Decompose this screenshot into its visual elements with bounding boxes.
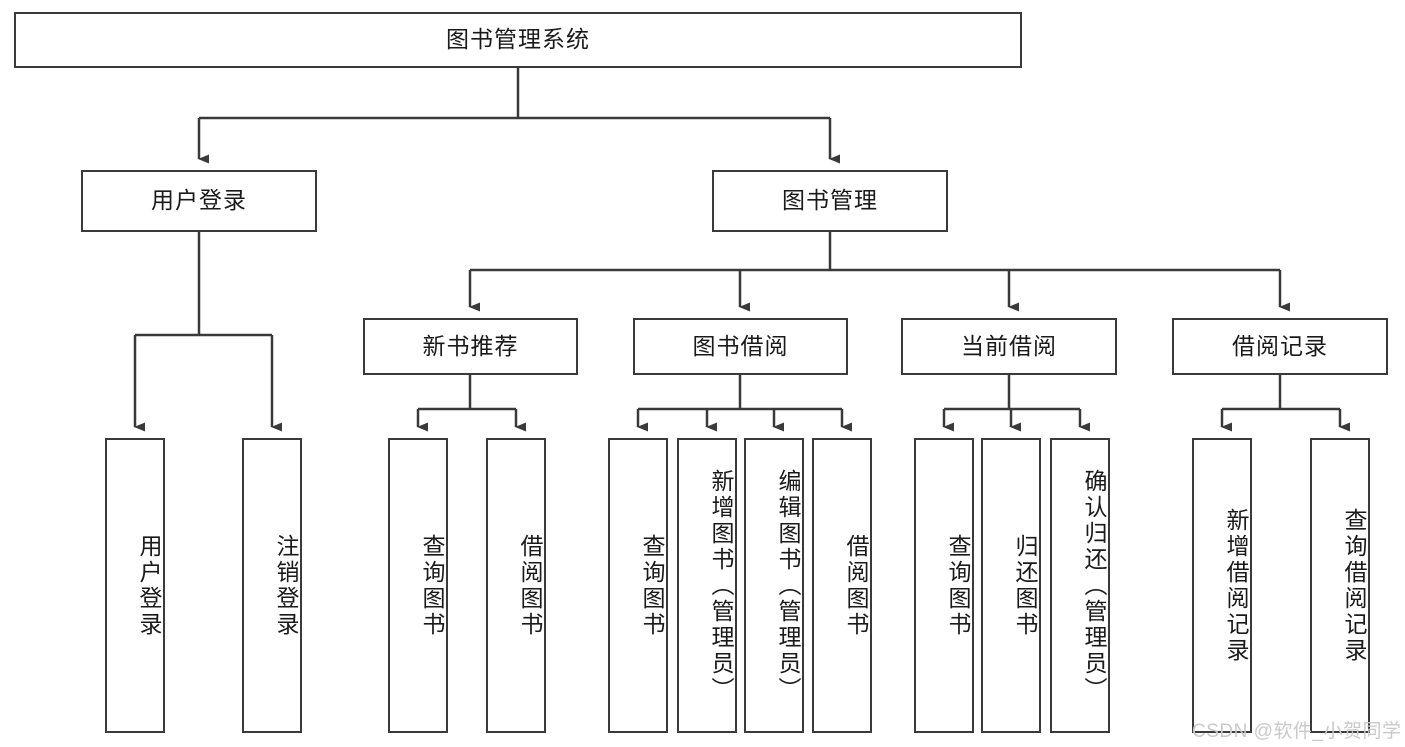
node-leaf-add-book[interactable]: 新增图书（管理员） bbox=[677, 438, 737, 733]
node-leaf-user-login[interactable]: 用户登录 bbox=[105, 438, 165, 733]
node-new-book-rec-label: 新书推荐 bbox=[422, 332, 519, 359]
node-leaf-add-record-label: 新增借阅记录 bbox=[1223, 507, 1249, 664]
node-leaf-logout[interactable]: 注销登录 bbox=[242, 438, 302, 733]
node-leaf-return-book[interactable]: 归还图书 bbox=[981, 438, 1041, 733]
node-leaf-query-book-3[interactable]: 查询图书 bbox=[914, 438, 974, 733]
node-leaf-query-book-3-label: 查询图书 bbox=[945, 533, 971, 638]
node-current-borrow[interactable]: 当前借阅 bbox=[901, 318, 1117, 375]
node-leaf-return-book-label: 归还图书 bbox=[1012, 533, 1038, 638]
node-leaf-add-book-label: 新增图书（管理员） bbox=[708, 468, 734, 703]
node-leaf-logout-label: 注销登录 bbox=[273, 533, 299, 638]
node-user-login[interactable]: 用户登录 bbox=[81, 170, 317, 232]
node-leaf-edit-book[interactable]: 编辑图书（管理员） bbox=[744, 438, 804, 733]
node-leaf-query-record[interactable]: 查询借阅记录 bbox=[1310, 438, 1370, 733]
node-leaf-query-book-2[interactable]: 查询图书 bbox=[608, 438, 668, 733]
node-user-login-label: 用户登录 bbox=[151, 187, 247, 214]
node-root-label: 图书管理系统 bbox=[446, 26, 590, 53]
node-new-book-rec[interactable]: 新书推荐 bbox=[363, 318, 578, 375]
node-book-manage-label: 图书管理 bbox=[782, 187, 878, 214]
node-book-borrow-label: 图书借阅 bbox=[692, 332, 789, 359]
node-leaf-user-login-label: 用户登录 bbox=[136, 533, 162, 638]
node-borrow-record[interactable]: 借阅记录 bbox=[1172, 318, 1388, 375]
node-leaf-confirm-return-label: 确认归还（管理员） bbox=[1081, 468, 1107, 703]
node-leaf-confirm-return[interactable]: 确认归还（管理员） bbox=[1050, 438, 1110, 733]
node-leaf-query-book-1[interactable]: 查询图书 bbox=[388, 438, 448, 733]
node-leaf-query-book-1-label: 查询图书 bbox=[419, 533, 445, 638]
node-leaf-borrow-book-1[interactable]: 借阅图书 bbox=[486, 438, 546, 733]
node-root[interactable]: 图书管理系统 bbox=[14, 12, 1022, 68]
node-leaf-query-book-2-label: 查询图书 bbox=[639, 533, 665, 638]
node-leaf-query-record-label: 查询借阅记录 bbox=[1341, 507, 1367, 664]
node-current-borrow-label: 当前借阅 bbox=[961, 332, 1057, 359]
node-book-manage[interactable]: 图书管理 bbox=[712, 170, 948, 232]
node-leaf-borrow-book-2-label: 借阅图书 bbox=[843, 533, 869, 638]
node-book-borrow[interactable]: 图书借阅 bbox=[633, 318, 848, 375]
node-leaf-add-record[interactable]: 新增借阅记录 bbox=[1192, 438, 1252, 733]
node-leaf-borrow-book-2[interactable]: 借阅图书 bbox=[812, 438, 872, 733]
node-leaf-borrow-book-1-label: 借阅图书 bbox=[517, 533, 543, 638]
node-borrow-record-label: 借阅记录 bbox=[1232, 332, 1328, 359]
node-leaf-edit-book-label: 编辑图书（管理员） bbox=[775, 468, 801, 703]
csdn-watermark: CSDN @软件_小贺同学 bbox=[1192, 721, 1402, 742]
